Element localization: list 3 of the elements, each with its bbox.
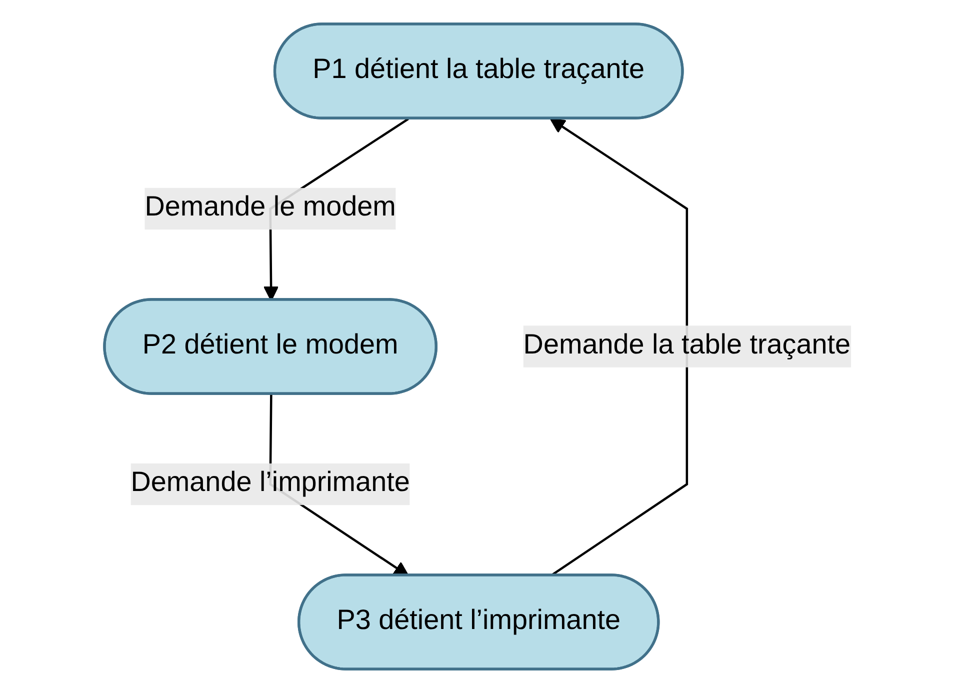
edge-label: Demande la table traçante (523, 330, 851, 360)
edge-label: Demande l’imprimante (130, 468, 410, 498)
edge-label: Demande le modem (144, 193, 396, 223)
